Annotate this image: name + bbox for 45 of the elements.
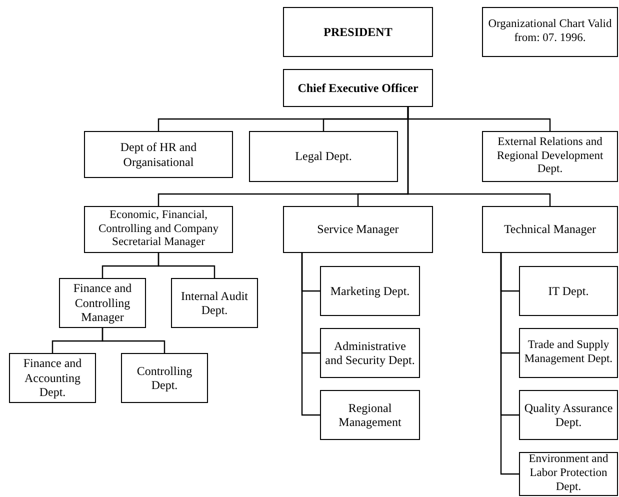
unit-name: Chief Executive Officer — [298, 80, 418, 96]
connector-line — [500, 253, 519, 475]
org-box — [320, 328, 420, 378]
unit-name: Finance and Controlling Manager — [72, 281, 133, 325]
unit-name: Dept of HR and Organisational — [119, 140, 198, 169]
connector-line — [102, 328, 166, 353]
org-box — [249, 131, 398, 182]
unit-name: Trade and Supply Management Dept. — [523, 339, 614, 367]
org-box — [84, 131, 233, 178]
unit-name: Environment and Labor Protection Dept. — [528, 453, 610, 495]
connector-line — [158, 253, 216, 278]
org-box — [283, 69, 433, 107]
org-box — [519, 452, 618, 496]
org-box — [482, 7, 618, 57]
org-box — [171, 278, 258, 328]
unit-name: IT Dept. — [548, 284, 589, 298]
org-box — [59, 278, 146, 328]
org-box — [320, 390, 420, 440]
unit-name: External Relations and Regional Development Dept. — [496, 136, 604, 178]
org-box — [84, 206, 233, 253]
connector-line — [301, 253, 320, 416]
unit-name: Internal Audit Dept. — [180, 288, 249, 318]
unit-name: Technical Manager — [504, 222, 596, 237]
org-box — [121, 353, 208, 403]
unit-name: Administrative and Security Dept. — [324, 338, 416, 368]
org-box — [482, 206, 618, 253]
org-box — [482, 131, 618, 182]
unit-name: Service Manager — [317, 222, 399, 237]
connector-line — [407, 107, 551, 206]
unit-name: PRESIDENT — [324, 24, 392, 40]
org-box — [283, 7, 433, 57]
org-box — [519, 328, 618, 378]
unit-name: Quality Assurance Dept. — [523, 400, 614, 430]
org-box — [519, 266, 618, 316]
org-box — [283, 206, 433, 253]
unit-name: Regional Management — [338, 400, 402, 430]
unit-name: Economic, Financial, Controlling and Company Secretarial Manager — [97, 208, 220, 250]
unit-name: Organizational Chart Valid from: 07. 1996. — [487, 18, 613, 46]
org-box — [9, 353, 96, 403]
unit-name: Controlling Dept. — [136, 364, 194, 392]
org-box — [519, 390, 618, 440]
unit-name: Finance and Accounting Dept. — [22, 356, 83, 400]
unit-name: Marketing Dept. — [330, 284, 410, 298]
org-box — [320, 266, 420, 316]
unit-name: Legal Dept. — [295, 149, 352, 164]
